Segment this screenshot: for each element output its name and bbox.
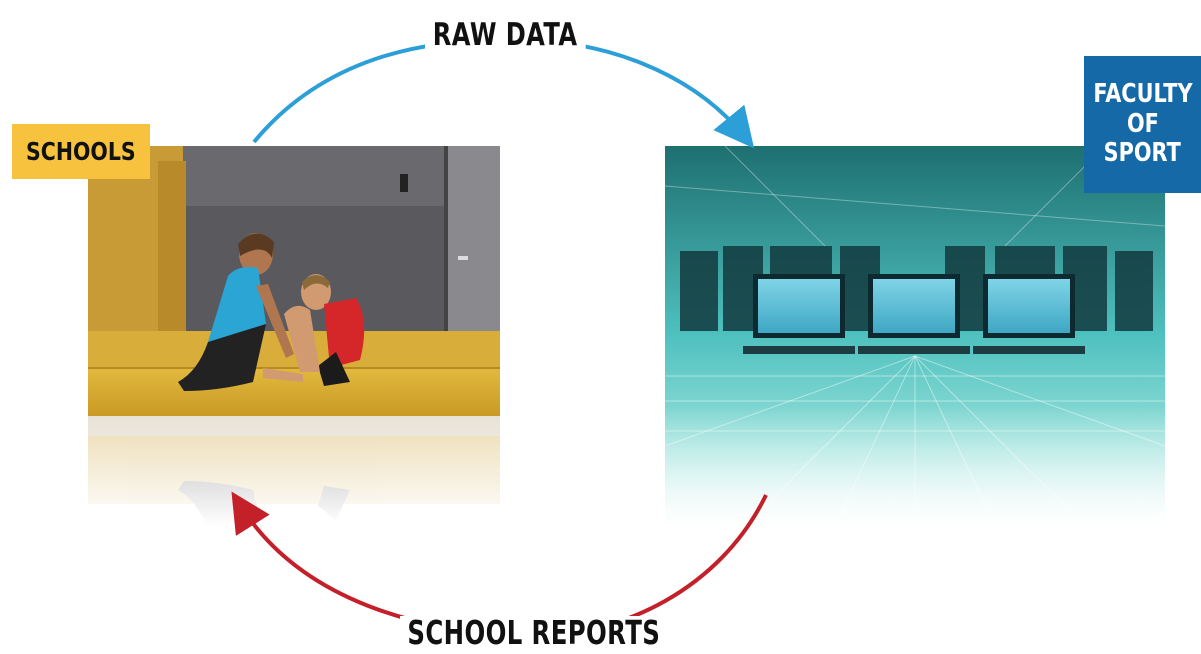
schools-photo-illustration <box>88 146 500 526</box>
raw-data-label: RAW DATA <box>425 20 586 51</box>
schools-badge: SCHOOLS <box>12 124 150 179</box>
raw-data-arrow <box>252 37 755 149</box>
faculty-line-2: OF <box>1126 108 1159 139</box>
faculty-of-sport-badge: FACULTY OF SPORT <box>1084 56 1201 193</box>
faculty-photo <box>665 146 1165 526</box>
faculty-photo-illustration <box>665 146 1165 526</box>
school-reports-label: SCHOOL REPORTS <box>400 616 668 649</box>
faculty-line-3: SPORT <box>1103 138 1182 169</box>
faculty-line-1: FACULTY <box>1092 78 1193 109</box>
schools-photo <box>88 146 500 526</box>
